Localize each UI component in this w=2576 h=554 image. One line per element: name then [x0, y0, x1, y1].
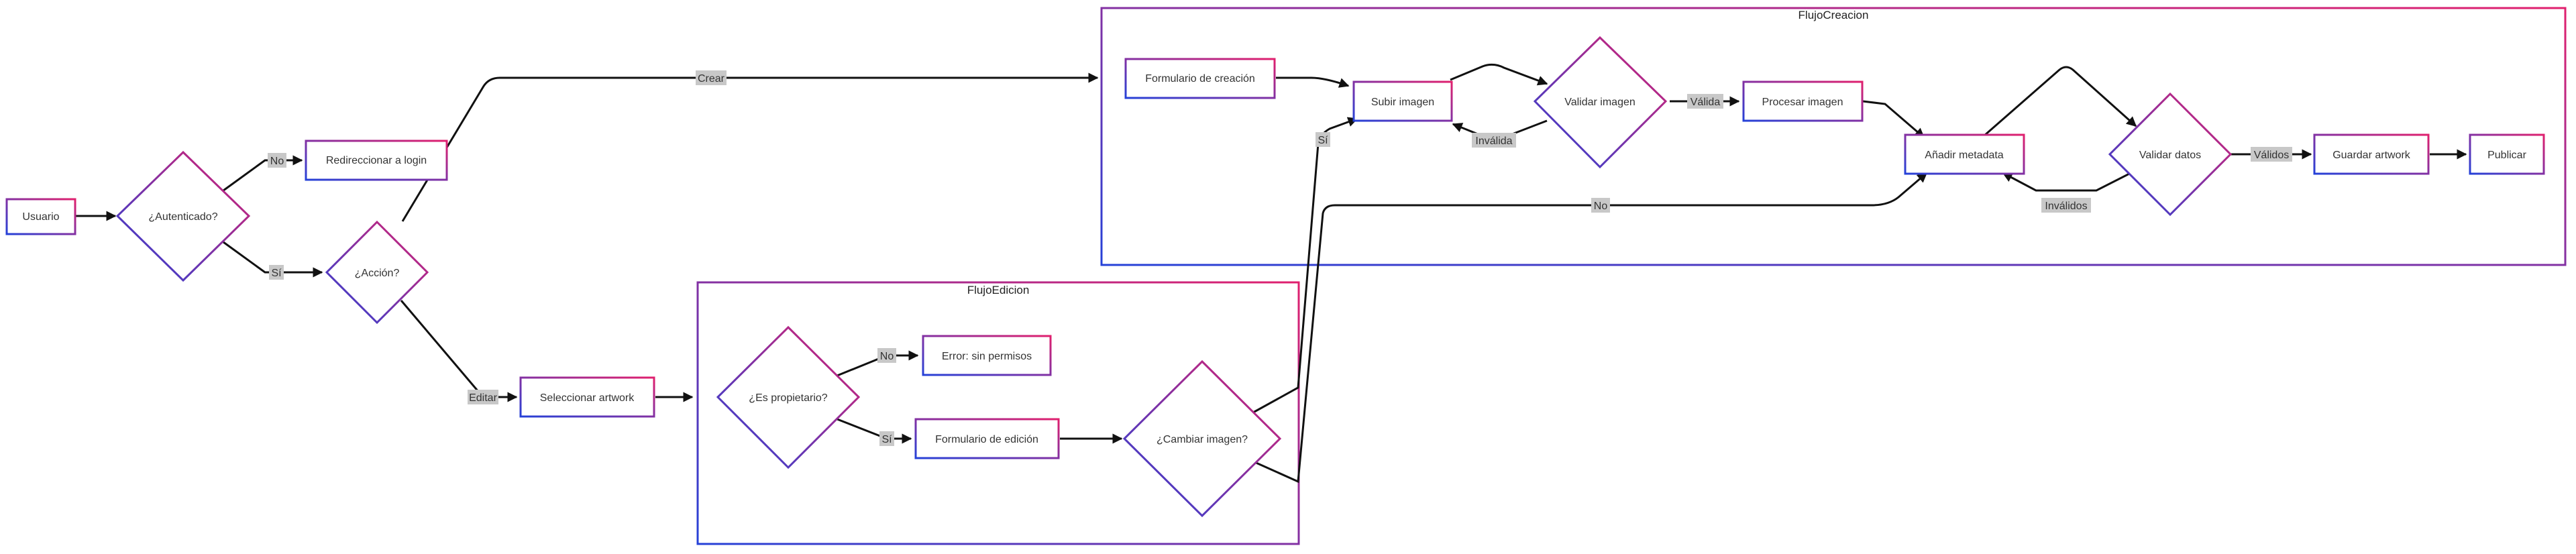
svg-text:Sí: Sí	[271, 268, 282, 279]
subgraph-flujo-edicion: FlujoEdicion	[696, 281, 1300, 545]
edge-label-invalida: Inválida	[1472, 133, 1516, 148]
edge-accion-crear	[401, 72, 1099, 222]
node-redireccionar-label: Redireccionar a login	[326, 155, 427, 166]
svg-text:Sí: Sí	[1318, 135, 1328, 146]
edge-label-si-cambiar: Sí	[1316, 132, 1330, 147]
node-es-propietario[interactable]: ¿Es propietario?	[716, 325, 861, 469]
node-autenticado-label: ¿Autenticado?	[148, 211, 217, 223]
svg-text:Sí: Sí	[881, 434, 892, 445]
node-usuario-label: Usuario	[22, 211, 59, 223]
edges	[76, 63, 2467, 484]
subgraph-title-creacion: FlujoCreacion	[1799, 9, 1869, 21]
node-accion[interactable]: ¿Acción?	[325, 220, 429, 325]
edge-validar-metadata	[2002, 170, 2134, 192]
node-usuario[interactable]: Usuario	[5, 198, 76, 235]
node-error-label: Error: sin permisos	[942, 351, 1032, 362]
node-cambiar-imagen[interactable]: ¿Cambiar imagen?	[1122, 359, 1282, 518]
edge-subir-validar	[1450, 63, 1548, 86]
node-anadir-metadata-label: Añadir metadata	[1925, 150, 2004, 161]
edge-label-valida: Válida	[1687, 94, 1723, 109]
node-redireccionar[interactable]: Redireccionar a login	[305, 140, 448, 181]
node-procesar-imagen-label: Procesar imagen	[1762, 97, 1843, 108]
edge-label-editar: Editar	[468, 390, 498, 404]
node-publicar[interactable]: Publicar	[2469, 133, 2545, 175]
node-seleccionar-label: Seleccionar artwork	[540, 392, 635, 404]
edge-label-crear: Crear	[696, 70, 727, 85]
svg-text:Editar: Editar	[469, 392, 497, 404]
edge-autenticado-redireccionar	[223, 155, 303, 192]
node-es-propietario-label: ¿Es propietario?	[749, 392, 827, 404]
svg-text:Inválidos: Inválidos	[2045, 201, 2087, 212]
edge-label-si-edicion: Sí	[879, 431, 894, 446]
edge-autenticado-accion	[223, 241, 323, 278]
edge-formcreacion-subir	[1276, 76, 1350, 88]
node-cambiar-imagen-label: ¿Cambiar imagen?	[1157, 434, 1248, 445]
subgraph-title-edicion: FlujoEdicion	[967, 284, 1030, 296]
edge-label-no-permisos: No	[877, 348, 896, 363]
node-formulario-creacion-label: Formulario de creación	[1145, 73, 1255, 85]
svg-text:Válida: Válida	[1690, 97, 1721, 108]
node-autenticado[interactable]: ¿Autenticado?	[115, 150, 251, 282]
edge-label-si-accion: Sí	[269, 265, 284, 280]
svg-text:No: No	[880, 351, 894, 362]
node-validar-imagen[interactable]: Validar imagen	[1533, 36, 1668, 169]
edge-labels: No Sí Crear Editar No Sí Sí No	[268, 70, 2292, 446]
svg-text:No: No	[1594, 201, 1608, 212]
node-validar-datos-label: Validar datos	[2139, 150, 2201, 161]
node-guardar-artwork[interactable]: Guardar artwork	[2313, 133, 2430, 175]
node-formulario-edicion[interactable]: Formulario de edición	[914, 418, 1060, 459]
node-validar-imagen-label: Validar imagen	[1564, 97, 1635, 108]
edge-label-invalidos: Inválidos	[2041, 198, 2091, 213]
node-formulario-edicion-label: Formulario de edición	[935, 434, 1038, 445]
node-subir-imagen[interactable]: Subir imagen	[1352, 80, 1453, 122]
node-error[interactable]: Error: sin permisos	[922, 335, 1052, 376]
svg-text:Inválida: Inválida	[1475, 135, 1512, 147]
node-publicar-label: Publicar	[2487, 150, 2526, 161]
node-guardar-artwork-label: Guardar artwork	[2332, 150, 2411, 161]
node-procesar-imagen[interactable]: Procesar imagen	[1742, 80, 1864, 122]
edge-propietario-formulario	[837, 418, 912, 444]
svg-text:No: No	[270, 156, 284, 167]
edge-label-no-login: No	[268, 153, 286, 168]
node-anadir-metadata[interactable]: Añadir metadata	[1904, 133, 2025, 175]
edge-accion-seleccionar	[400, 300, 518, 402]
node-seleccionar[interactable]: Seleccionar artwork	[519, 376, 655, 418]
edge-procesar-metadata	[1862, 100, 1925, 139]
nodes: Usuario ¿Autenticado? Redireccionar a lo…	[5, 36, 2545, 518]
edge-label-validos: Válidos	[2251, 147, 2292, 162]
edge-metadata-validar	[1984, 66, 2137, 137]
svg-text:Válidos: Válidos	[2254, 150, 2289, 161]
node-formulario-creacion[interactable]: Formulario de creación	[1124, 58, 1276, 99]
node-accion-label: ¿Acción?	[355, 268, 400, 279]
node-subir-imagen-label: Subir imagen	[1371, 97, 1434, 108]
edge-cambiar-metadata	[1252, 172, 1928, 484]
node-validar-datos[interactable]: Validar datos	[2108, 92, 2233, 217]
svg-text:Crear: Crear	[698, 73, 725, 85]
edge-label-no-cambiar: No	[1591, 198, 1610, 213]
subgraph-flujo-creacion: FlujoCreacion	[1100, 7, 2567, 266]
